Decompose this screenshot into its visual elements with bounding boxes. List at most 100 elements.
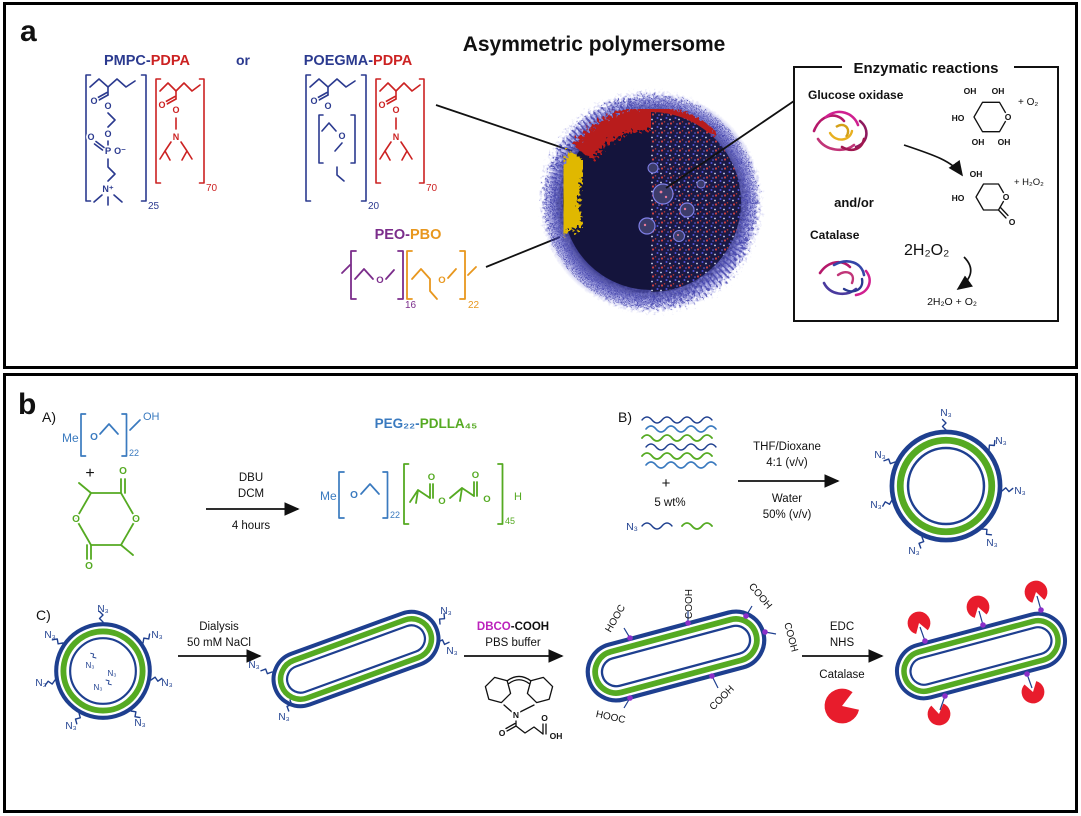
plus-sign: + [662, 475, 671, 492]
arrow-a-solvent: DCM [238, 488, 264, 500]
azide-label: N₃ [107, 669, 116, 678]
cooh-label: COOH [781, 621, 799, 653]
repeat-subscript: 22 [129, 448, 139, 458]
atom-label-o: O [310, 96, 317, 106]
azide-label: N₃ [161, 678, 172, 689]
azide-label: N₃ [278, 712, 289, 723]
lactide-structure: O O O O [70, 464, 142, 574]
atom-label-o: O [85, 561, 93, 572]
polymersome-illustration [540, 91, 762, 313]
peg-pdlla-structure: Me O 22 O O O O 45 H [320, 463, 522, 526]
reaction-arrow [903, 144, 963, 177]
arrow-c1-salt: 50 mM NaCl [187, 637, 251, 649]
and-or-label: and/or [834, 195, 874, 210]
azide-label: N₃ [940, 408, 951, 419]
azide-label: N₃ [995, 436, 1006, 447]
pmpc-pdpa-label: PMPC-PDPA [104, 53, 190, 69]
polymer-chains [641, 416, 717, 469]
azide-label: N₃ [446, 646, 457, 657]
glucose-oxidase-blob [812, 110, 868, 152]
atom-label-o: O [104, 129, 111, 139]
atom-label-o: O [472, 470, 479, 481]
atom-label-o: O [104, 101, 111, 111]
atom-label-o: O [499, 728, 506, 738]
poegma-structure: O O O 20 [305, 74, 380, 212]
repeat-subscript: 25 [148, 201, 160, 212]
panel-a-graphic: O O N 70 a PMPC-PDPA or POEGMA-PDPA [20, 15, 1059, 322]
atom-label-h: H [514, 491, 522, 503]
or-text: or [236, 52, 251, 68]
linker-dots [627, 613, 768, 701]
glucose-molecule: O OH OH HO OH OH + O₂ [950, 84, 1039, 149]
enzymatic-reactions-box: Enzymatic reactions Glucose oxidase O OH [793, 59, 1059, 322]
catalase-label: Catalase [810, 228, 860, 242]
product-name: PEG₂₂-PDLLA₄₅ [375, 416, 478, 431]
attached-catalase [904, 608, 933, 636]
enzyme-box-title: Enzymatic reactions [853, 60, 998, 77]
atom-label-p: P [105, 146, 112, 157]
attached-catalase [926, 702, 953, 728]
peo-pbo-structure: O 16 O 22 [341, 250, 480, 311]
azide-label: N₃ [44, 630, 55, 641]
connector-line [435, 104, 573, 152]
atom-label-n: N [513, 710, 519, 720]
arrow-c1-step: Dialysis [199, 621, 239, 633]
atom-label-o: O [1003, 192, 1010, 202]
catalase-pacman [819, 684, 862, 729]
step-c-label: C) [36, 607, 51, 623]
arrow-b-ratio: 4:1 (v/v) [766, 457, 808, 469]
cooh-label: COOH [746, 581, 774, 611]
azide-label: N₃ [626, 521, 638, 533]
azide-label: N₃ [85, 661, 94, 670]
repeat-subscript: 45 [505, 516, 515, 526]
arrow-b-solvent1: THF/Dioxane [753, 441, 821, 453]
azide-label: N₃ [93, 683, 102, 692]
gluconolactone-molecule: O O OH HO + H₂O₂ [950, 167, 1044, 229]
atom-label-o: O [428, 472, 435, 483]
panel-b-graphic: b A) Me O 22 OH + O O O O [18, 388, 1075, 743]
atom-label-o: O [376, 275, 383, 286]
arrow-a-reagent: DBU [239, 472, 263, 484]
membrane-yellow-band [555, 151, 591, 235]
encapsulated-vesicles [638, 162, 706, 242]
cooh-label: HOOC [595, 709, 627, 726]
azide-label: N₃ [97, 604, 108, 615]
wt-percent-label: 5 wt% [654, 497, 685, 509]
tube-polymersome-1: N₃ N₃ N₃ N₃ [248, 604, 458, 723]
arrow-b-percent: 50% (v/v) [763, 509, 812, 521]
atom-label-o: O [1009, 217, 1016, 227]
atom-label-o: O [72, 514, 80, 525]
azide-label: N₃ [65, 721, 76, 732]
linker-dots [922, 607, 1044, 699]
step-b-label: B) [618, 409, 632, 425]
lactone-byproduct: + H₂O₂ [1014, 177, 1044, 188]
azide-label: N₃ [35, 678, 46, 689]
arrow-b-solvent2: Water [772, 493, 802, 505]
repeat-subscript: 20 [368, 201, 380, 212]
catalase-products: 2H₂O + O₂ [927, 296, 977, 308]
peo-pbo-label: PEO-PBO [375, 227, 442, 243]
glucose-oxidase-label: Glucose oxidase [808, 88, 904, 102]
azide-label: N₃ [440, 606, 451, 617]
repeat-subscript: 22 [390, 510, 400, 520]
atom-label-n-plus: N⁺ [102, 184, 113, 194]
atom-label-oh: OH [550, 731, 563, 741]
panel-a-title: Asymmetric polymersome [463, 33, 726, 56]
azide-polymer-chain: N₃ [626, 521, 713, 533]
atom-label-o: O [541, 713, 548, 723]
arrow-c3-catalase: Catalase [819, 669, 864, 681]
azide-label: N₃ [248, 660, 259, 671]
cutaway-cross-section [651, 112, 741, 292]
atom-label-o: O [90, 96, 97, 106]
repeat-subscript: 16 [405, 300, 417, 311]
arrow-c2-buffer: PBS buffer [485, 637, 541, 649]
atom-label-ho: HO [952, 193, 965, 203]
atom-label-me: Me [62, 431, 79, 445]
panel-b: b A) Me O 22 OH + O O O O [3, 373, 1078, 813]
plus-sign: + [85, 465, 94, 482]
azide-label: N₃ [986, 538, 997, 549]
poegma-pdpa-label: POEGMA-PDPA [304, 53, 413, 69]
cooh-label: COOH [684, 589, 695, 619]
atom-label-oh: OH [992, 86, 1005, 96]
